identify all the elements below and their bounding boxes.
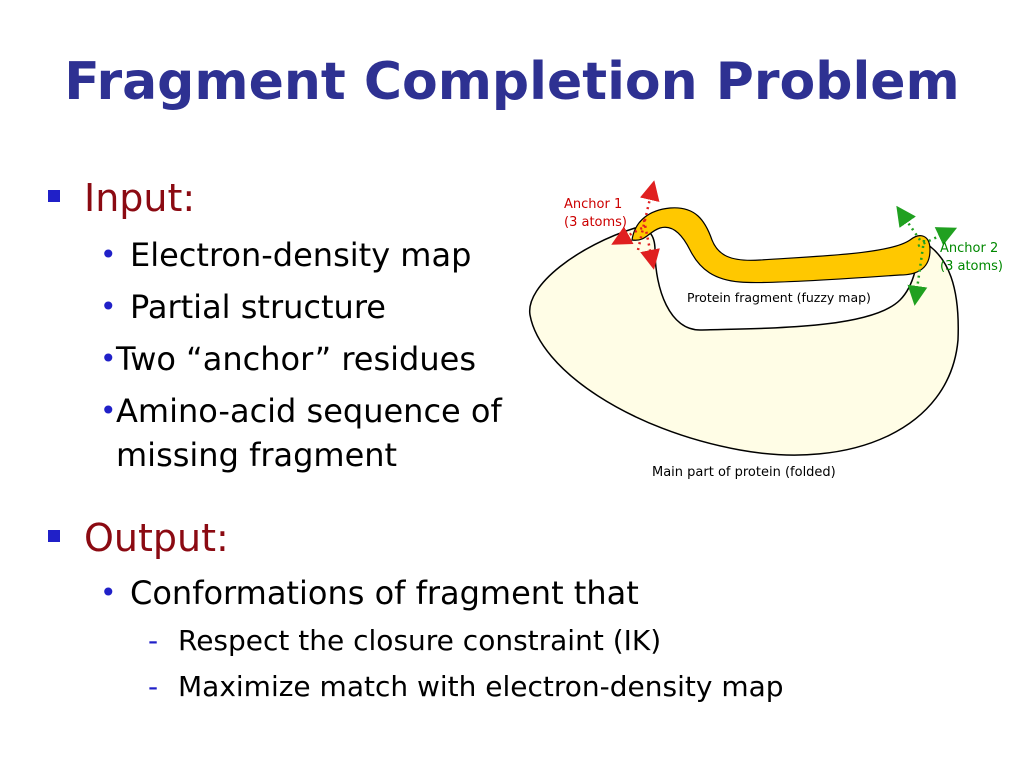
anchor2-label-line2: (3 atoms): [940, 259, 1003, 274]
protein-diagram: Anchor 1 (3 atoms) Anchor 2 (3 atoms) Pr…: [529, 180, 1003, 480]
output-item-conformations: Conformations of fragment that: [130, 574, 639, 612]
output-subitem-closure: Respect the closure constraint (IK): [178, 624, 662, 657]
input-item-sequence-line1: Amino-acid sequence of: [116, 392, 502, 430]
fragment-label: Protein fragment (fuzzy map): [687, 290, 871, 305]
protein-fragment-shape: [631, 207, 931, 284]
slide-title: Fragment Completion Problem: [64, 52, 960, 112]
input-item-anchor-residues: Two “anchor” residues: [116, 340, 476, 378]
input-item-sequence-line2: missing fragment: [116, 436, 398, 474]
input-item-density-map: Electron-density map: [130, 236, 472, 274]
dash-bullet-icon: -: [148, 670, 159, 703]
anchor1-arrows: [611, 180, 660, 270]
dot-bullet-icon: •: [100, 290, 117, 323]
square-bullet-icon: [48, 530, 60, 542]
dot-bullet-icon: •: [100, 576, 117, 609]
dash-bullet-icon: -: [148, 624, 159, 657]
input-heading: Input:: [84, 176, 196, 220]
output-heading: Output:: [84, 516, 229, 560]
anchor2-label-line1: Anchor 2: [940, 241, 998, 256]
output-subitem-match: Maximize match with electron-density map: [178, 670, 784, 703]
dot-bullet-icon: •: [100, 238, 117, 271]
anchor1-label-line1: Anchor 1: [564, 197, 622, 212]
main-protein-shape: [529, 227, 959, 456]
main-protein-label: Main part of protein (folded): [652, 465, 836, 480]
dot-bullet-icon: •: [100, 394, 117, 427]
square-bullet-icon: [48, 190, 60, 202]
anchor1-label-line2: (3 atoms): [564, 215, 627, 230]
input-item-partial-structure: Partial structure: [130, 288, 386, 326]
dot-bullet-icon: •: [100, 342, 117, 375]
